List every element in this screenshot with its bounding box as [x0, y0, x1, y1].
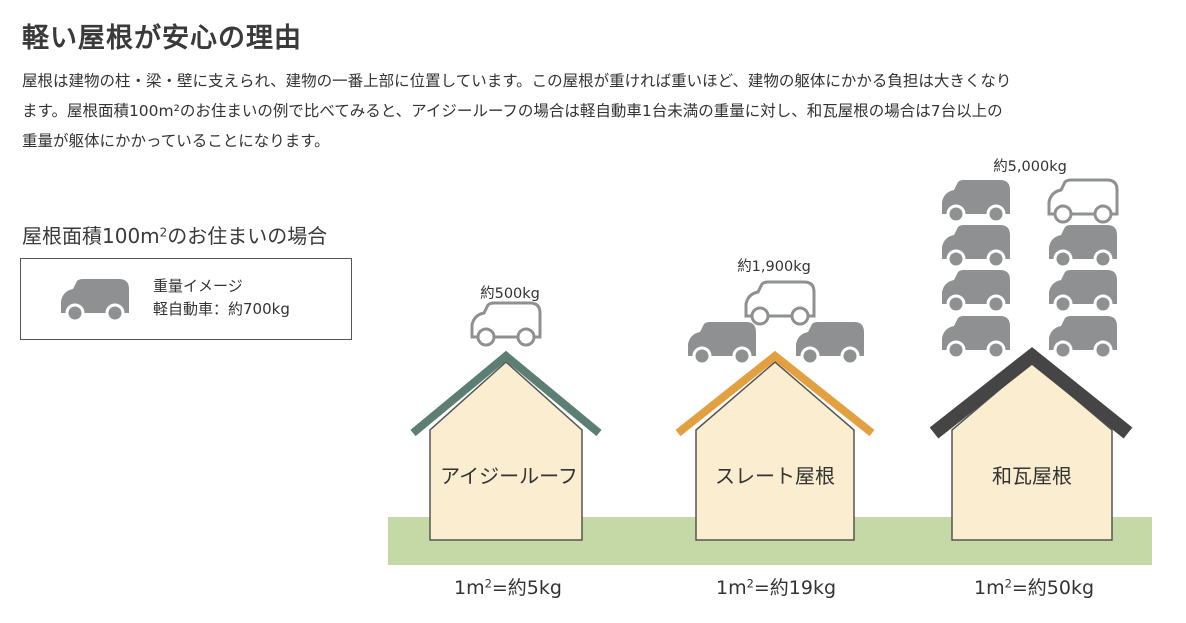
car-icon [1049, 270, 1117, 314]
paragraph-line: 屋根は建物の柱・梁・壁に支えられ、建物の一番上部に位置しています。この屋根が重け… [22, 72, 1012, 90]
car-icon [1049, 316, 1117, 360]
car-icon [942, 225, 1010, 269]
house-body [695, 361, 855, 541]
car-icon [942, 270, 1010, 314]
house-label: 和瓦屋根 [992, 464, 1072, 488]
house-body [429, 360, 583, 541]
weight-label: 約5,000kg [993, 159, 1067, 175]
per-m2-sup: 2 [1004, 576, 1012, 591]
roof-slate [675, 350, 875, 437]
per-m2-sup: 2 [484, 576, 492, 591]
per-m2-text: 1m [715, 577, 747, 599]
car-icon [1047, 178, 1119, 224]
car-icon [470, 301, 542, 347]
subtitle-sup: 2 [159, 225, 168, 240]
description-paragraph: 屋根は建物の柱・梁・壁に支えられ、建物の一番上部に位置しています。この屋根が重け… [22, 66, 1162, 156]
legend-box: 重量イメージ 軽自動車：約700kg [20, 258, 352, 340]
car-icon [942, 180, 1010, 224]
per-m2-text: 1m [454, 577, 485, 599]
per-m2-value: =約50kg [1011, 577, 1095, 599]
weight-label: 約500kg [480, 286, 540, 302]
house-body [951, 361, 1113, 541]
house-label: アイジールーフ [440, 464, 578, 488]
subtitle-text: 屋根面積100m [22, 224, 160, 248]
per-m2-text: 1m [973, 577, 1005, 599]
car-icon [744, 280, 816, 326]
house-label: スレート屋根 [715, 464, 835, 488]
per-m2-label: 1m2=約19kg [676, 573, 876, 600]
house-kawara-roof [929, 347, 1133, 541]
car-icon [796, 322, 864, 366]
house-slate-roof [675, 350, 875, 541]
car-icon [688, 322, 756, 366]
car-icon [61, 279, 129, 323]
roof-igi [410, 350, 602, 437]
per-m2-value: =約19kg [753, 577, 837, 599]
car-icon [61, 279, 129, 323]
per-m2-value: =約5kg [491, 577, 562, 599]
house-igi-roof [410, 350, 602, 541]
car-icon [942, 316, 1010, 360]
section-subtitle: 屋根面積100m2のお住まいの場合 [22, 220, 327, 249]
page-title: 軽い屋根が安心の理由 [22, 23, 302, 54]
legend-value: 軽自動車：約700kg [153, 300, 290, 318]
legend-title: 重量イメージ [153, 277, 243, 295]
subtitle-suffix: のお住まいの場合 [167, 224, 328, 248]
car-icon [1049, 225, 1117, 269]
paragraph-line: ます。屋根面積100m²のお住まいの例で比べてみると、アイジールーフの場合は軽自… [22, 102, 1003, 120]
per-m2-sup: 2 [746, 576, 754, 591]
weight-label: 約1,900kg [737, 259, 811, 275]
paragraph-line: 重量が躯体にかかっていることになります。 [22, 132, 330, 150]
per-m2-label: 1m2=約50kg [934, 573, 1134, 600]
roof-kawara [929, 347, 1133, 439]
per-m2-label: 1m2=約5kg [408, 573, 608, 600]
